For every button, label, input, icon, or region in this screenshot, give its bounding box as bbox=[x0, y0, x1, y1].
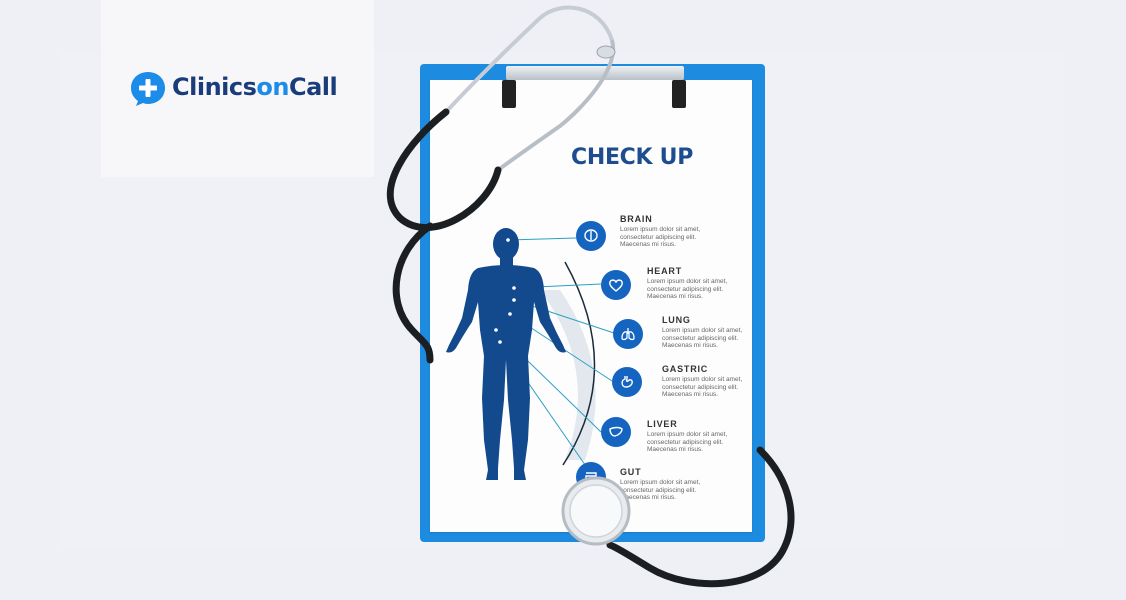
stethoscope-eartube-left bbox=[444, 5, 614, 114]
organ-desc-liver: Lorem ipsum dolor sit amet, consectetur … bbox=[647, 431, 728, 453]
brain-icon bbox=[576, 221, 606, 251]
organ-desc-lung: Lorem ipsum dolor sit amet, consectetur … bbox=[662, 327, 743, 349]
organ-desc-gut: Lorem ipsum dolor sit amet, consectetur … bbox=[620, 479, 701, 501]
clip-foot-left bbox=[502, 80, 516, 108]
organ-name-gastric: GASTRIC bbox=[662, 364, 709, 374]
stethoscope-lower-tube bbox=[606, 446, 795, 588]
logo-wordmark: ClinicsonCall bbox=[172, 73, 338, 101]
organ-name-gut: GUT bbox=[620, 467, 642, 477]
logo-text-clinics: Clinics bbox=[172, 73, 257, 101]
logo-card[interactable]: ClinicsonCall bbox=[101, 0, 374, 177]
organ-name-heart: HEART bbox=[647, 266, 682, 276]
stethoscope-main-tube bbox=[392, 222, 434, 364]
logo-text-call: Call bbox=[288, 73, 338, 101]
human-body-figure bbox=[446, 228, 566, 480]
stomach-icon bbox=[612, 367, 642, 397]
stethoscope-eartube-right bbox=[496, 39, 616, 172]
arc-shade bbox=[540, 290, 596, 460]
organ-desc-heart: Lorem ipsum dolor sit amet, consectetur … bbox=[647, 278, 728, 300]
lung-icon bbox=[613, 319, 643, 349]
clip-foot-right bbox=[672, 80, 686, 108]
sheet-title: CHECK UP bbox=[571, 145, 694, 170]
organ-name-brain: BRAIN bbox=[620, 214, 653, 224]
arc-line bbox=[562, 261, 596, 466]
organ-desc-gastric: Lorem ipsum dolor sit amet, consectetur … bbox=[662, 376, 743, 398]
clipboard-clip bbox=[506, 66, 684, 80]
logo-chat-cross-icon bbox=[131, 72, 165, 106]
organ-name-lung: LUNG bbox=[662, 315, 691, 325]
stethoscope-yoke-tube bbox=[386, 108, 502, 231]
stethoscope-earpiece bbox=[596, 45, 616, 59]
organ-dots bbox=[494, 238, 516, 344]
organ-name-liver: LIVER bbox=[647, 419, 678, 429]
logo-text-on: on bbox=[256, 73, 289, 101]
organ-desc-brain: Lorem ipsum dolor sit amet, consectetur … bbox=[620, 226, 701, 248]
liver-icon bbox=[601, 417, 631, 447]
heart-icon bbox=[601, 270, 631, 300]
